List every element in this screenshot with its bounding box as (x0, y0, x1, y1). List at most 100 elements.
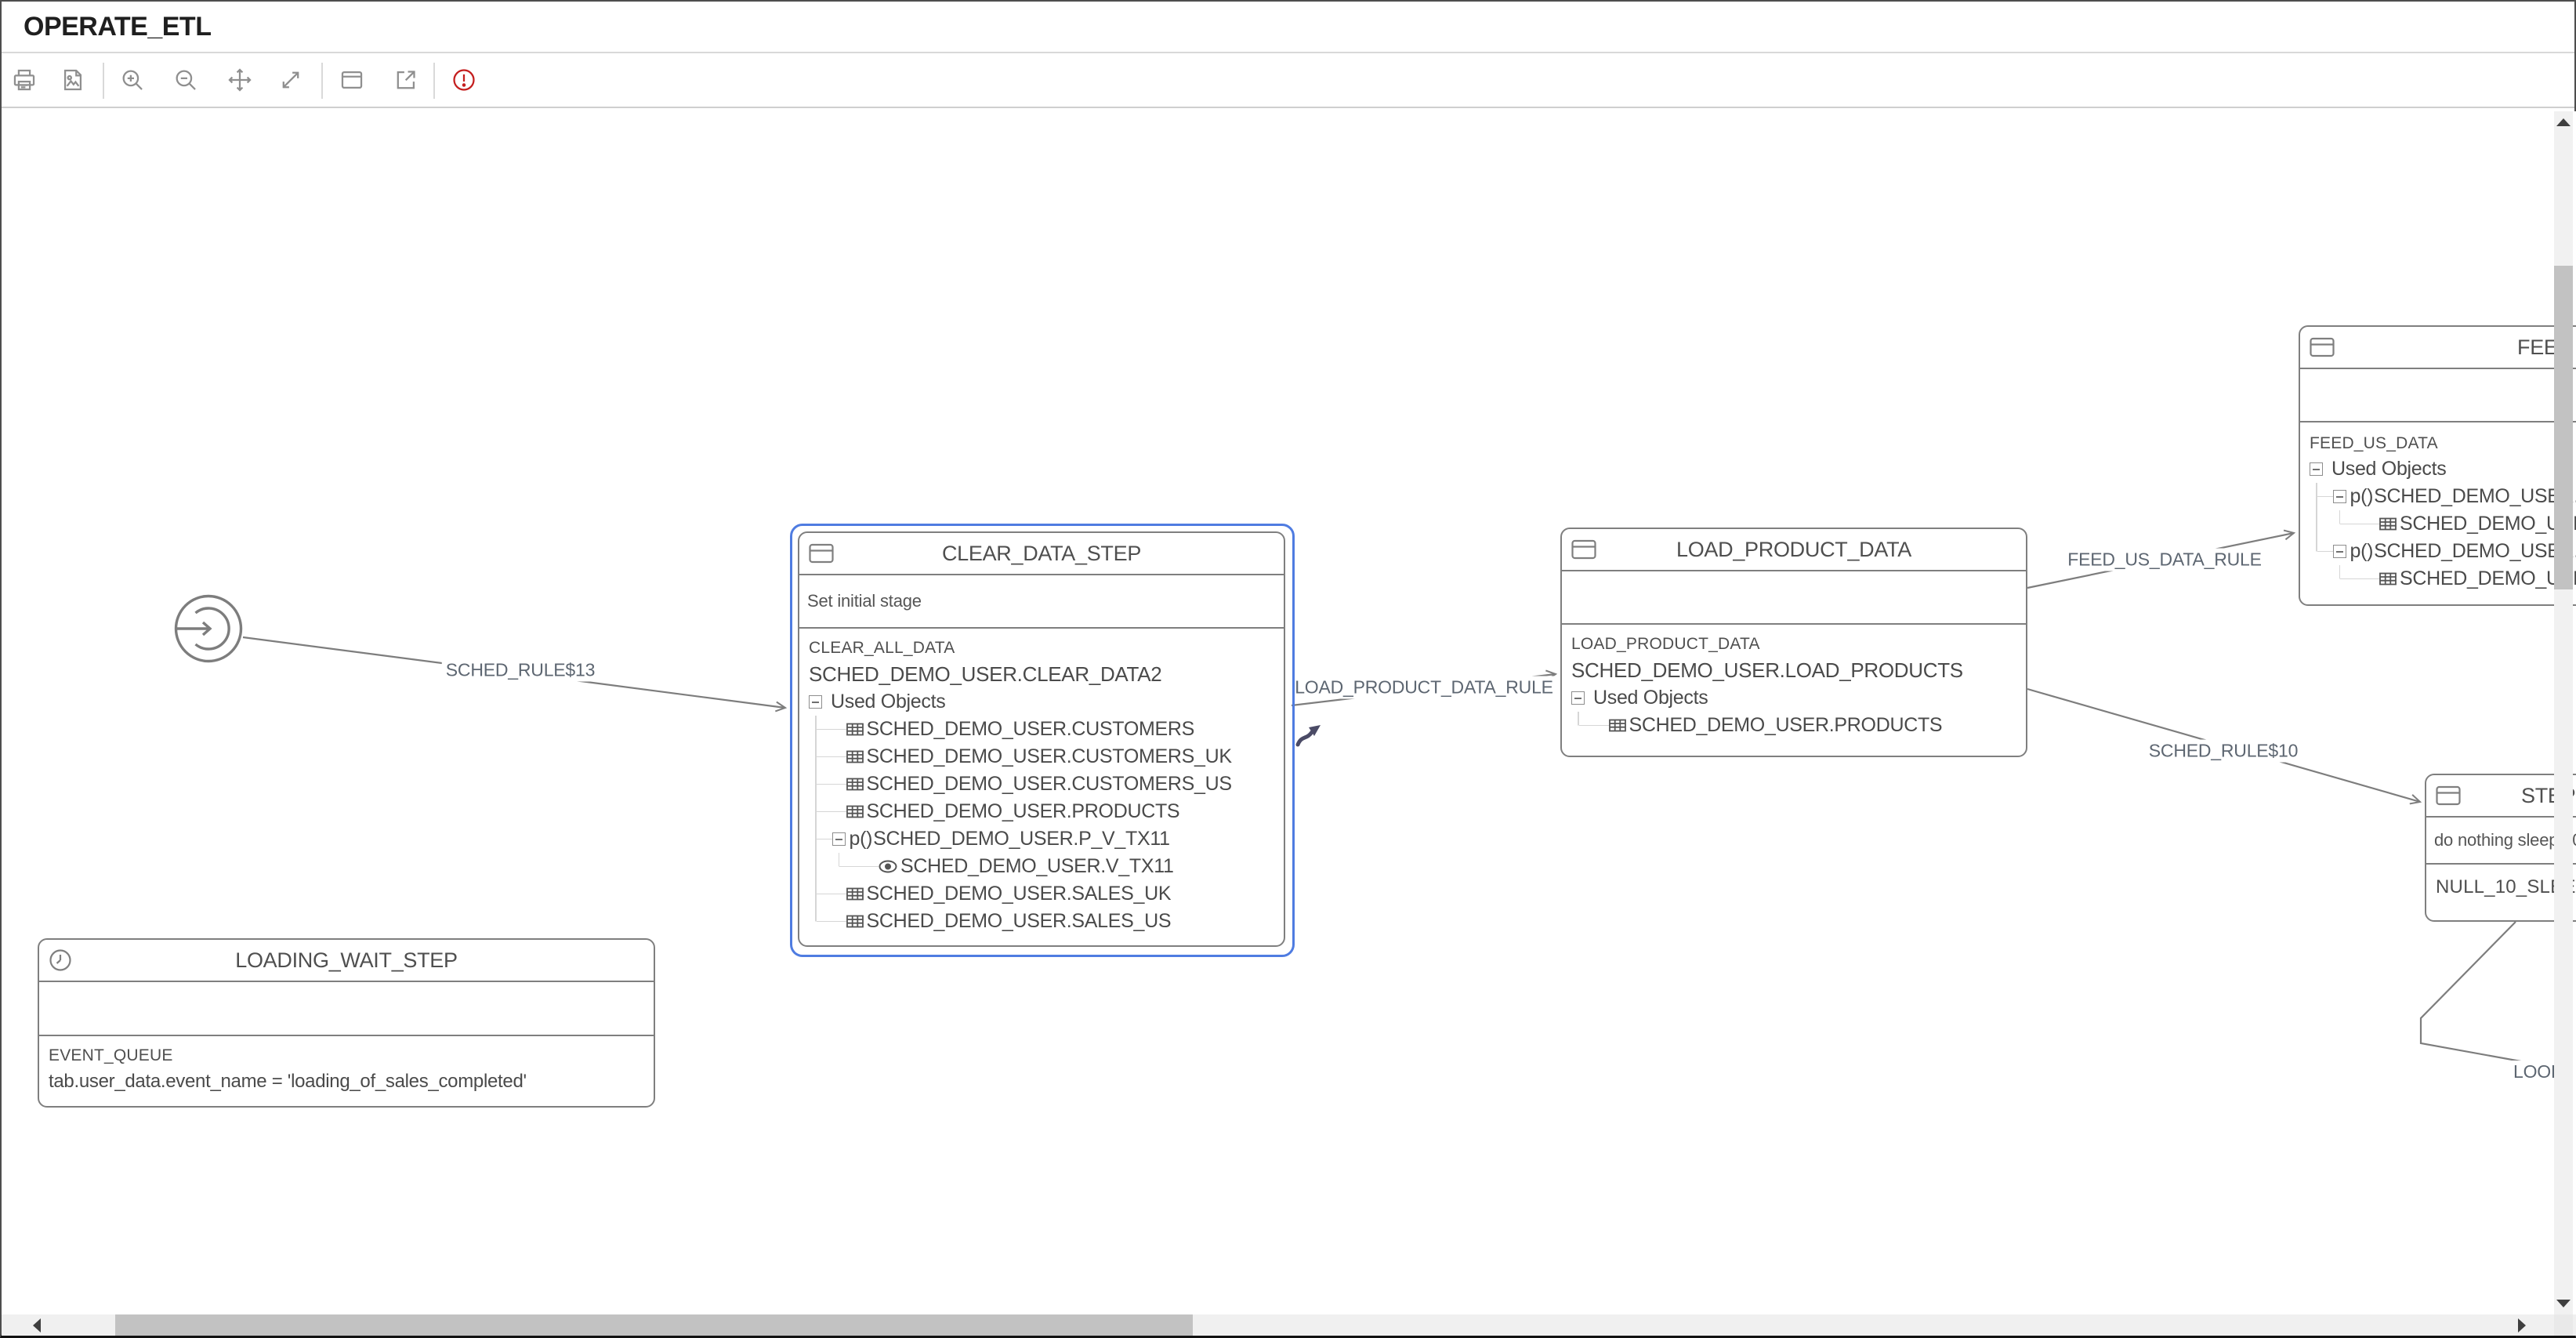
used-objects-row[interactable]: Used Objects (2310, 455, 2576, 483)
collapse-icon[interactable] (2332, 545, 2346, 558)
scroll-up-button[interactable] (2554, 111, 2573, 133)
event-condition: tab.user_data.event_name = 'loading_of_s… (49, 1071, 527, 1092)
tree-row[interactable]: SCHED_DEMO_USER.SALES_US (809, 908, 1284, 935)
table-icon (846, 915, 864, 928)
vertical-scrollbar-thumb[interactable] (2554, 266, 2573, 589)
scroll-left-button[interactable] (17, 1314, 56, 1336)
toolbar-separator (321, 63, 323, 99)
tree-row[interactable]: SCHED_DEMO_USER. (2310, 510, 2576, 538)
table-icon (846, 750, 864, 763)
tree-row[interactable]: SCHED_DEMO_USER. (2310, 565, 2576, 593)
zoom-in-button[interactable] (113, 61, 152, 100)
print-button[interactable] (5, 61, 44, 100)
pan-icon (226, 67, 253, 96)
horizontal-scrollbar[interactable] (2, 1314, 2576, 1336)
procedure-icon: p() (2350, 540, 2374, 562)
node-description (39, 982, 654, 1036)
node-loading-wait-step[interactable]: LOADING_WAIT_STEP EVENT_QUEUE tab.user_d… (38, 938, 655, 1108)
procedure-icon: p() (2350, 485, 2374, 507)
node-load-product-data[interactable]: LOAD_PRODUCT_DATA LOAD_PRODUCT_DATA SCHE… (1560, 528, 2027, 757)
tree-row[interactable]: p() SCHED_DEMO_USER. (2310, 538, 2576, 565)
node-header: CLEAR_DATA_STEP (799, 533, 1284, 575)
tree-row[interactable]: SCHED_DEMO_USER.PRODUCTS (809, 798, 1284, 825)
tree-row[interactable]: SCHED_DEMO_USER.CUSTOMERS_US (809, 771, 1284, 798)
print-icon (11, 67, 38, 96)
node-body: CLEAR_ALL_DATA SCHED_DEMO_USER.CLEAR_DAT… (799, 629, 1284, 935)
toolbar-separator (433, 63, 435, 99)
table-icon (846, 887, 864, 901)
horizontal-scrollbar-thumb[interactable] (115, 1314, 1193, 1336)
toolbar-separator (103, 63, 104, 99)
tree-row[interactable]: SCHED_DEMO_USER.CUSTOMERS_UK (809, 743, 1284, 771)
step-caption: LOAD_PRODUCT_DATA (1571, 635, 1760, 653)
window-icon (809, 543, 834, 564)
table-icon (2379, 572, 2397, 586)
frame-icon (339, 67, 365, 96)
edge-label[interactable]: LOAD_PRODUCT_DATA_RULE (1291, 676, 1557, 699)
pan-button[interactable] (220, 61, 259, 100)
node-step-sleep[interactable]: STEP do nothing sleep 10 se NULL_10_SLEE… (2425, 774, 2576, 922)
used-objects-row[interactable]: Used Objects (1571, 684, 2026, 712)
arrow-right-icon (2518, 1318, 2526, 1333)
arrow-down-icon (2556, 1300, 2571, 1307)
export-image-button[interactable] (53, 61, 92, 100)
collapse-icon[interactable] (809, 695, 822, 709)
resize-fit-button[interactable] (271, 61, 310, 100)
edge-label[interactable]: FEED_US_DATA_RULE (2063, 548, 2266, 571)
node-clear-data-step[interactable]: CLEAR_DATA_STEP Set initial stage CLEAR_… (798, 531, 1285, 947)
tree-row[interactable]: SCHED_DEMO_USER.V_TX11 (809, 853, 1284, 880)
edge-loop[interactable] (2419, 921, 2565, 1071)
table-icon (846, 805, 864, 818)
open-external-icon (393, 67, 419, 96)
collapse-icon[interactable] (831, 832, 846, 846)
node-description (1562, 571, 2026, 625)
collapse-icon[interactable] (2310, 462, 2323, 476)
node-feed-us-data[interactable]: FEED FEED_US_DATA Used Objects p() SCHED… (2299, 325, 2576, 606)
diagram-canvas[interactable]: SCHED_RULE$13 LOAD_PRODUCT_DATA_RULE FEE… (2, 111, 2576, 1314)
tree-row[interactable]: p() SCHED_DEMO_USER.P_V_TX11 (809, 825, 1284, 853)
node-title: CLEAR_DATA_STEP (941, 541, 1142, 565)
start-icon (171, 594, 246, 669)
clock-icon (49, 948, 72, 972)
node-description: Set initial stage (799, 575, 1284, 629)
arrow-up-icon (2556, 118, 2571, 126)
step-caption: EVENT_QUEUE (49, 1046, 173, 1064)
used-objects-row[interactable]: Used Objects (809, 688, 1284, 716)
node-description: do nothing sleep 10 se (2426, 818, 2576, 865)
tree-row[interactable]: SCHED_DEMO_USER.CUSTOMERS (809, 716, 1284, 743)
reconnect-handle[interactable] (1295, 721, 1326, 753)
curved-arrow-icon (1295, 725, 1326, 752)
page-title: OPERATE_ETL (24, 11, 212, 42)
collapse-icon[interactable] (1571, 691, 1585, 705)
node-body: NULL_10_SLEEP (2426, 865, 2576, 899)
collapse-icon[interactable] (2332, 490, 2346, 503)
table-icon (2379, 517, 2397, 531)
node-body: FEED_US_DATA Used Objects p() SCHED_DEMO… (2300, 422, 2576, 593)
tree-row[interactable]: SCHED_DEMO_USER.SALES_UK (809, 880, 1284, 908)
program-name: SCHED_DEMO_USER.CLEAR_DATA2 (809, 662, 1162, 686)
selection-outline (790, 524, 1295, 957)
frame-button[interactable] (332, 61, 371, 100)
step-caption: CLEAR_ALL_DATA (809, 639, 955, 657)
node-description (2300, 369, 2576, 422)
tree-row[interactable]: p() SCHED_DEMO_USER. (2310, 483, 2576, 510)
window-icon (1571, 539, 1596, 560)
zoom-out-button[interactable] (166, 61, 205, 100)
tree-row[interactable]: SCHED_DEMO_USER.PRODUCTS (1571, 712, 2026, 739)
zoom-in-icon (119, 67, 146, 96)
vertical-scrollbar[interactable] (2554, 111, 2573, 1314)
edge-label[interactable]: SCHED_RULE$13 (441, 658, 600, 682)
title-bar: OPERATE_ETL (2, 2, 2574, 53)
open-external-button[interactable] (386, 61, 426, 100)
toolbar (2, 53, 2574, 108)
window-icon (2436, 785, 2461, 806)
scroll-down-button[interactable] (2554, 1293, 2573, 1314)
node-title: LOAD_PRODUCT_DATA (1676, 537, 1911, 561)
node-header: LOAD_PRODUCT_DATA (1562, 529, 2026, 571)
chain-start-node[interactable] (171, 591, 246, 670)
scroll-right-button[interactable] (2502, 1314, 2542, 1336)
edge-label[interactable]: SCHED_RULE$10 (2144, 739, 2302, 763)
validation-alert-button[interactable] (444, 61, 484, 100)
validation-alert-icon (451, 67, 477, 96)
